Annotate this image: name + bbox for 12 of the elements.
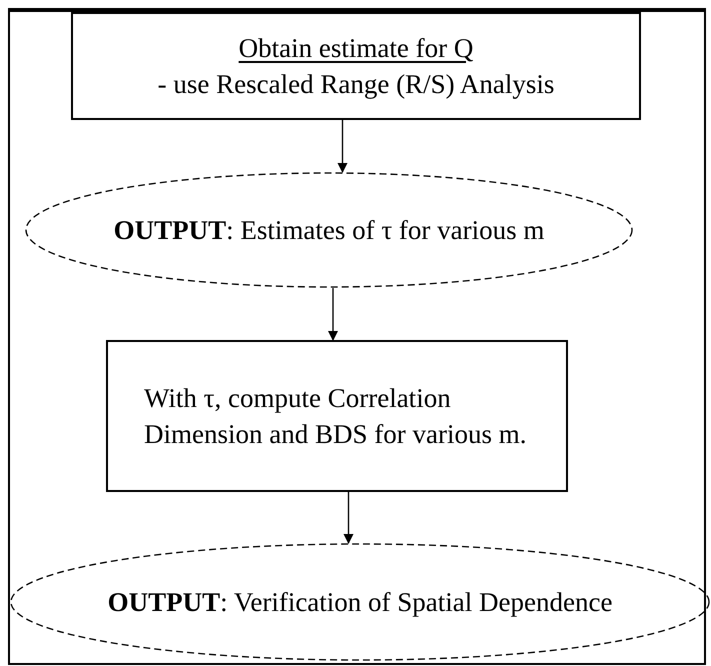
box-heading: Obtain estimate for Q: [238, 32, 474, 65]
output-text: OUTPUT: Estimates of τ for various m: [114, 214, 544, 247]
output-text: OUTPUT: Verification of Spatial Dependence: [108, 586, 612, 619]
process-box: [106, 340, 568, 492]
arrow: [344, 492, 354, 544]
process-box: [71, 12, 641, 120]
arrow: [328, 288, 338, 341]
arrow: [338, 120, 348, 173]
box-text: With τ, compute Correlation Dimension and BDS for various m.: [144, 382, 528, 451]
output-ellipse: [25, 172, 633, 288]
output-ellipse: [10, 543, 710, 661]
box-text: - use Rescaled Range (R/S) Analysis: [158, 68, 554, 101]
